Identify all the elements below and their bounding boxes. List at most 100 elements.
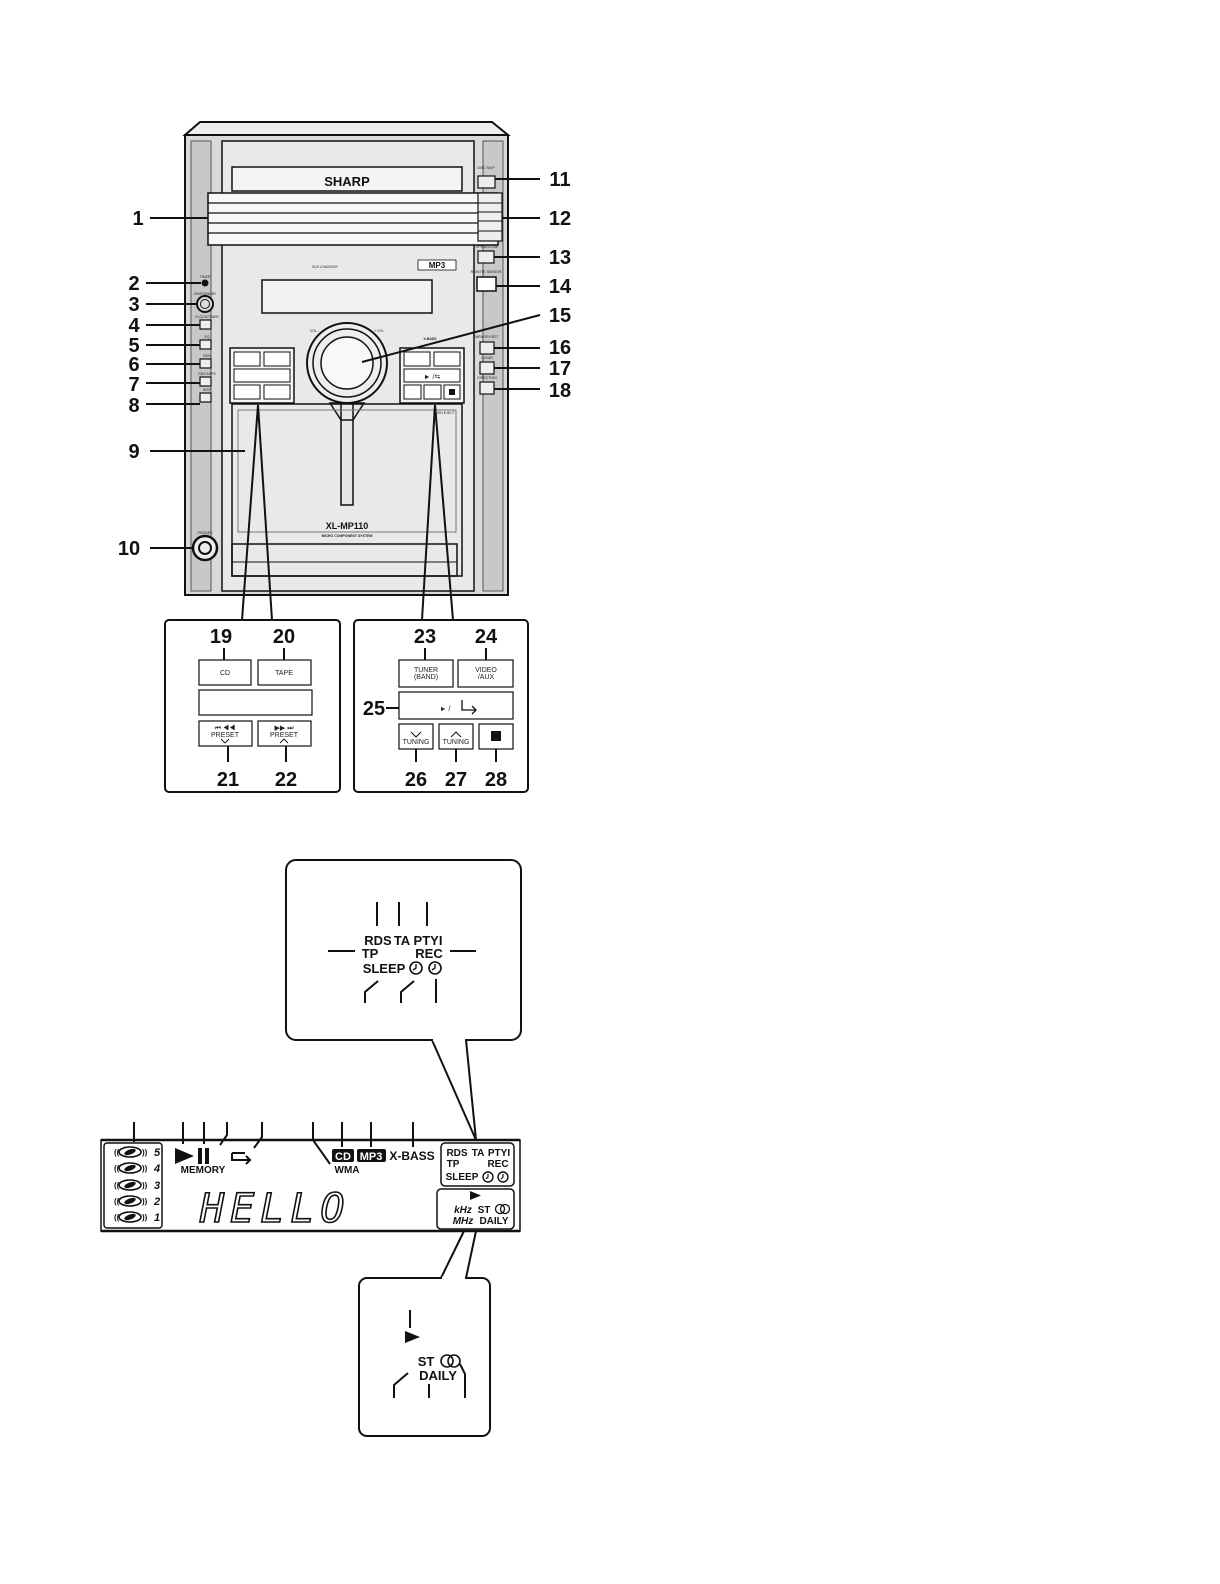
tp-indicator: TP <box>447 1159 460 1170</box>
phones-jack[interactable] <box>191 534 219 562</box>
preset-down-button[interactable] <box>198 720 253 747</box>
vol-plus-label: + VOL <box>374 329 384 333</box>
video-aux-button[interactable] <box>457 659 514 688</box>
phones-jack-inner <box>198 541 212 555</box>
callout-24: 24 <box>475 626 498 648</box>
svg-text:((: (( <box>114 1181 120 1190</box>
right-zoom-panel: 23 24 TUNER (BAND) VIDEO /AUX 25 ► / TUN… <box>353 619 529 793</box>
disc-1-indicator: (( )) 1 <box>114 1211 160 1224</box>
callout-28: 28 <box>485 769 507 791</box>
pause-indicator-icon-bar <box>205 1148 209 1164</box>
left-zoom-panel: 19 20 CD TAPE ⏮ ◀◀ PRESET ▶▶ ⏭ PRESET 21… <box>164 619 341 793</box>
sleep-indicator: SLEEP <box>446 1172 479 1183</box>
mhz-indicator: MHz <box>453 1216 474 1227</box>
clear-button[interactable] <box>479 361 495 375</box>
tape-button[interactable] <box>257 659 312 686</box>
mini-tuner-button[interactable] <box>403 351 431 367</box>
rds-asps-button[interactable] <box>199 376 212 387</box>
cd-open-close-button[interactable] <box>477 250 495 264</box>
mini-tape-button[interactable] <box>263 351 291 367</box>
disc-select-buttons[interactable] <box>477 192 503 242</box>
svg-text:((: (( <box>114 1213 120 1222</box>
rds-indicator: RDS <box>446 1148 467 1159</box>
left-control-cluster <box>229 347 295 404</box>
remote-sensor-label: REMOTE SENSOR <box>471 270 502 274</box>
right-callouts: 11 12 13 14 15 16 17 18 <box>361 169 572 402</box>
mini-play-button[interactable] <box>403 368 461 383</box>
disc-skip-button[interactable] <box>477 175 496 189</box>
memory-set-button[interactable] <box>479 341 495 355</box>
display-mode-button[interactable] <box>199 392 212 403</box>
callout-27: 27 <box>445 769 467 791</box>
ta-indicator: TA <box>472 1148 485 1159</box>
play-repeat-button[interactable] <box>398 691 514 720</box>
rds-button[interactable] <box>199 358 212 369</box>
svg-text:5: 5 <box>154 1147 161 1159</box>
mini-preset-up-button[interactable] <box>263 384 291 400</box>
chevron-down-icon <box>410 731 422 738</box>
callout-9: 9 <box>128 441 139 463</box>
mp3-logo: MP3 <box>429 261 446 270</box>
callout-5: 5 <box>128 335 139 357</box>
preset-up-icon: ▶▶ ⏭ <box>274 725 294 732</box>
svg-text:)): )) <box>142 1148 148 1157</box>
disc-5-indicator: (( )) 5 <box>114 1146 161 1159</box>
callout-12: 12 <box>549 208 571 230</box>
repeat-indicator-icon <box>231 1153 252 1165</box>
clock-timer-button[interactable] <box>199 319 212 330</box>
tuning-down-label: TUNING <box>403 739 430 746</box>
disc-3-indicator: (( )) 3 <box>114 1179 160 1192</box>
preset-up-button[interactable] <box>257 720 312 747</box>
cd-changer-tray[interactable] <box>207 192 499 246</box>
timer-label: TIMER <box>200 275 211 279</box>
rec-clock-indicator-icon <box>497 1171 509 1183</box>
wma-indicator: WMA <box>335 1165 360 1176</box>
on-standby-button-inner <box>200 299 210 309</box>
svg-text:((: (( <box>114 1197 120 1206</box>
memory-indicator: MEMORY <box>181 1165 226 1176</box>
mini-preset-down-button[interactable] <box>233 384 261 400</box>
tape-button-label: TAPE <box>275 670 293 677</box>
on-standby-button[interactable] <box>196 295 214 313</box>
zoom-bubble-top: RDS TA PTYI TP REC SLEEP <box>285 859 522 1141</box>
panel-leader-lines <box>241 404 454 621</box>
mini-video-button[interactable] <box>433 351 461 367</box>
tape-direction-button[interactable] <box>479 381 495 395</box>
callout-11: 11 <box>549 169 570 191</box>
callout-17: 17 <box>549 358 571 380</box>
volume-knob[interactable] <box>306 322 388 404</box>
chevron-up-icon <box>450 731 462 738</box>
callout-20: 20 <box>273 626 295 648</box>
callout-19: 19 <box>210 626 232 648</box>
vol-minus-label: VOL - <box>310 329 320 333</box>
remote-sensor <box>476 276 497 292</box>
zoom-pty: PTYI <box>414 933 443 948</box>
mp3-logo-box <box>417 259 457 271</box>
callout-6: 6 <box>128 354 139 376</box>
mini-cd-button[interactable] <box>233 351 261 367</box>
mini-tuning-down-button[interactable] <box>403 384 422 400</box>
svg-text:((: (( <box>114 1148 120 1157</box>
svg-text:)): )) <box>142 1164 148 1173</box>
tuning-up-button[interactable] <box>438 723 474 750</box>
zoom-st: ST <box>418 1354 435 1369</box>
svg-text:)): )) <box>142 1197 148 1206</box>
disc-skip-label: DISC SKIP <box>477 166 495 170</box>
video-button-sublabel: /AUX <box>478 674 495 681</box>
rds-asps-label: RDS ASPS <box>198 372 216 376</box>
cd-button[interactable] <box>198 659 252 686</box>
callout-1: 1 <box>132 208 143 230</box>
eq-button[interactable] <box>199 339 212 350</box>
tuner-band-button[interactable] <box>398 659 454 688</box>
mini-tuning-up-button[interactable] <box>423 384 442 400</box>
rec-indicator: REC <box>487 1159 508 1170</box>
svg-text:1: 1 <box>154 1212 160 1224</box>
rec-clock-icon <box>428 961 442 975</box>
svg-text:4: 4 <box>153 1163 160 1175</box>
brand-logo: SHARP <box>324 174 370 189</box>
callout-18: 18 <box>549 380 571 402</box>
timer-indicator <box>201 279 209 287</box>
clock-timer-label: CLOCK/TIMER <box>195 315 219 319</box>
eq-label: EQ <box>204 335 209 339</box>
